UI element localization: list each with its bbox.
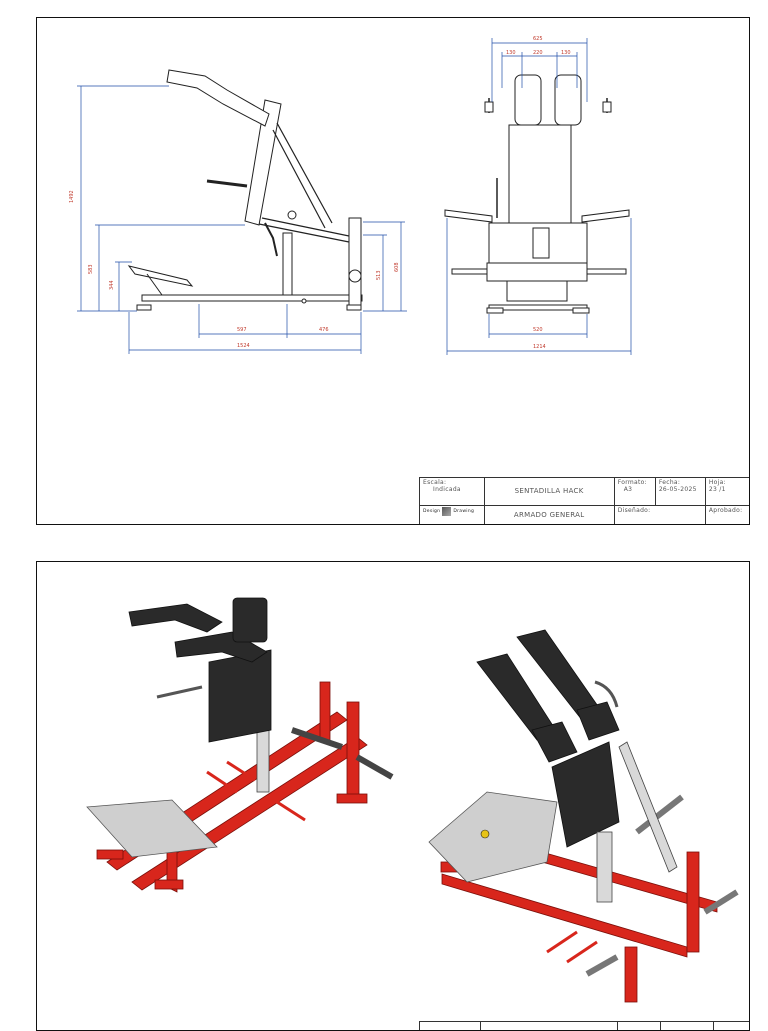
front-pad-left bbox=[514, 74, 542, 126]
dim-top-mid: 220 bbox=[533, 50, 543, 56]
drawing-sheet-1: 1492 583 344 513 608 597 476 1524 bbox=[36, 17, 750, 525]
company-logo: Design Drawing bbox=[423, 507, 475, 517]
iso-left-back-pad bbox=[208, 649, 272, 743]
drawing-sheet-2 bbox=[36, 561, 750, 1031]
date-cell: Fecha: 26-05-2025 bbox=[654, 476, 706, 507]
iso-right-horn-1 bbox=[635, 794, 684, 835]
dim-top-right: 130 bbox=[561, 50, 571, 56]
title-block: Escala: Indicada SENTADILLA HACK Formato… bbox=[419, 476, 749, 524]
side-center-post bbox=[282, 232, 293, 296]
dim-base-total: 1214 bbox=[533, 344, 546, 350]
iso-left-rail-2 bbox=[131, 736, 368, 891]
iso-right-foot-plate bbox=[428, 791, 558, 883]
side-shoulder-pad bbox=[166, 69, 270, 127]
iso-left-foot-plate bbox=[86, 799, 218, 858]
side-base-rail bbox=[141, 294, 363, 302]
iso-view-right bbox=[428, 629, 739, 1003]
iso-view-left bbox=[86, 597, 394, 893]
iso-left-rear-post bbox=[346, 701, 360, 803]
iso-left-horn bbox=[355, 754, 394, 780]
iso-right-handle bbox=[594, 680, 619, 708]
scale-cell: Escala: Indicada bbox=[419, 476, 485, 507]
dim-len-total: 1524 bbox=[237, 343, 250, 349]
side-view: 1492 583 344 513 608 597 476 1524 bbox=[69, 69, 407, 354]
iso-right-horn-2 bbox=[703, 889, 739, 915]
iso-left-handle bbox=[156, 685, 203, 699]
drawing-subtitle: ARMADO GENERAL bbox=[483, 505, 615, 524]
front-arm-left bbox=[444, 209, 493, 223]
side-foot-plate bbox=[127, 265, 194, 287]
side-foot-left bbox=[136, 304, 152, 311]
sheet-number-cell: Hoja: 23 /1 bbox=[704, 476, 749, 507]
side-back-pad bbox=[244, 99, 282, 226]
cube-icon bbox=[442, 507, 452, 517]
dim-height-seat: 583 bbox=[88, 264, 94, 274]
side-foot-right bbox=[346, 304, 362, 311]
dim-len-b: 476 bbox=[319, 327, 329, 333]
front-base bbox=[488, 304, 588, 311]
logo-cell: Design Drawing bbox=[419, 505, 485, 524]
dim-height-total: 1492 bbox=[69, 190, 75, 203]
side-rear-post bbox=[348, 217, 362, 306]
dim-base-inner: 520 bbox=[533, 327, 543, 333]
dim-len-a: 597 bbox=[237, 327, 247, 333]
front-view: 625 130 220 130 520 1214 bbox=[444, 36, 632, 355]
dim-top-total: 625 bbox=[533, 36, 543, 42]
dim-top-left: 130 bbox=[506, 50, 516, 56]
iso-right-rail-1 bbox=[441, 873, 688, 958]
front-back-pad bbox=[508, 124, 572, 224]
iso-right-rear-post bbox=[686, 851, 700, 953]
dim-height-post-total: 608 bbox=[394, 262, 400, 272]
dim-height-post: 513 bbox=[376, 270, 382, 280]
isometric-renders bbox=[86, 597, 739, 1003]
iso-right-back-pad bbox=[551, 741, 620, 848]
front-arm-right bbox=[581, 209, 630, 223]
technical-drawing: 1492 583 344 513 608 597 476 1524 bbox=[69, 36, 632, 355]
approved-cell: Aprobado: bbox=[704, 505, 749, 524]
designed-cell: Diseñado: bbox=[613, 505, 706, 524]
title-block-2 bbox=[419, 1021, 749, 1030]
dim-height-foot: 344 bbox=[109, 280, 115, 290]
drawing-title: SENTADILLA HACK bbox=[483, 476, 615, 507]
iso-left-shoulder-pad-1 bbox=[128, 603, 223, 633]
side-weight-horn bbox=[348, 269, 362, 283]
format-cell: Formato: A3 bbox=[613, 476, 656, 507]
iso-left-foot-pad bbox=[154, 879, 184, 890]
